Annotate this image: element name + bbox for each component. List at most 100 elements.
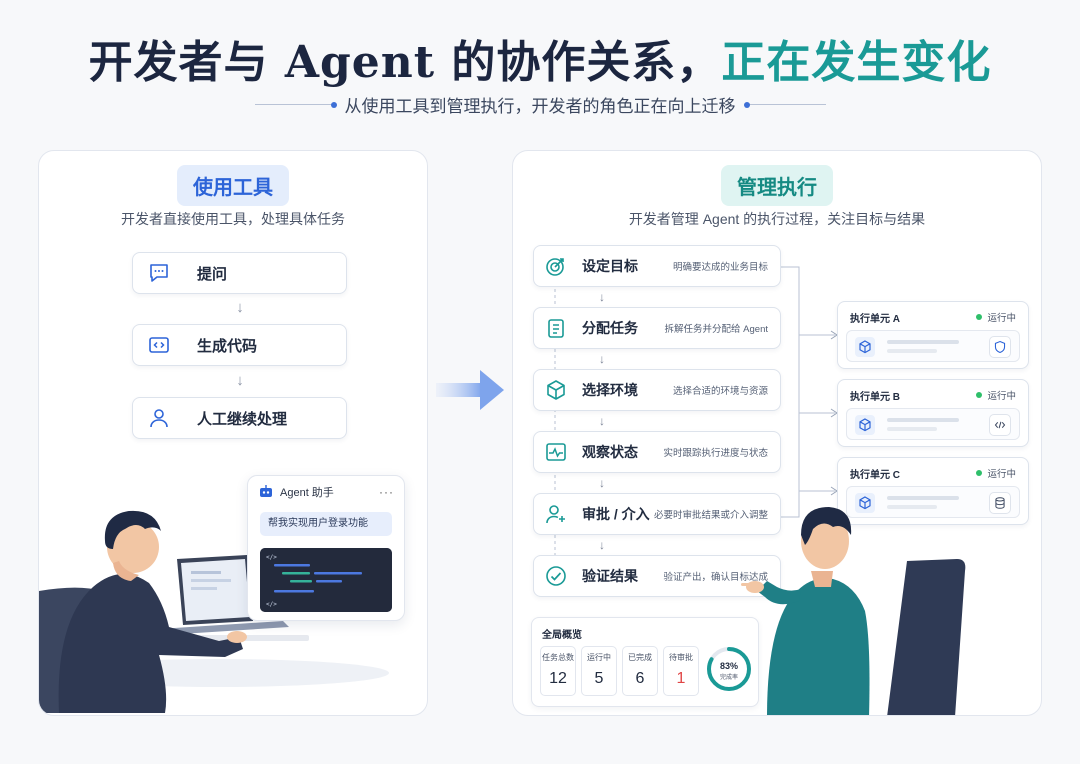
right-step-verify: 验证结果 验证产出，确认目标达成 xyxy=(533,555,781,597)
subtitle-divider-left xyxy=(254,101,337,108)
right-step-label: 观察状态 xyxy=(582,444,638,460)
code-icon xyxy=(149,337,169,353)
right-description: 开发者管理 Agent 的执行过程，关注目标与结果 xyxy=(628,211,926,227)
right-step-assign-task: 分配任务 拆解任务并分配给 Agent xyxy=(533,307,781,349)
completion-rate-arc xyxy=(707,647,751,691)
agent-assistant-card: Agent 助手 ··· 帮我实现用户登录功能 </> </> xyxy=(247,475,405,621)
developer-pointing-illustration xyxy=(741,507,966,715)
unit-status: 运行中 xyxy=(976,310,1016,324)
main-title: 开发者与 Agent 的协作关系，正在发生变化 xyxy=(0,26,1080,90)
stat-pending-approval: 待审批 1 xyxy=(663,646,699,696)
status-dot-icon xyxy=(976,470,983,476)
stat-running: 运行中 5 xyxy=(581,646,617,696)
left-step-manual: 人工继续处理 xyxy=(132,397,347,439)
agent-card-title: Agent 助手 xyxy=(280,487,334,499)
completion-rate-value: 83% xyxy=(720,661,738,671)
subtitle: 从使用工具到管理执行，开发者的角色正在向上迁移 xyxy=(344,97,736,116)
code-snippet: </> </> xyxy=(260,548,392,612)
title-accent: 正在发生变化 xyxy=(721,37,992,88)
right-step-label: 验证结果 xyxy=(582,568,638,584)
global-overview-card: 全局概览 任务总数 12 运行中 5 已完成 6 待审批 1 83% 完成率 xyxy=(531,617,759,707)
more-menu-icon[interactable]: ··· xyxy=(379,485,394,499)
right-step-label: 选择环境 xyxy=(582,382,638,398)
right-step-observe: 观察状态 实时跟踪执行进度与状态 xyxy=(533,431,781,473)
subtitle-divider-right xyxy=(743,101,826,108)
transition-arrow-icon xyxy=(436,370,504,410)
execution-unit-c: 执行单元 C 运行中 xyxy=(837,457,1029,525)
left-badge: 使用工具 xyxy=(177,165,289,206)
left-step-label: 生成代码 xyxy=(197,337,258,355)
stat-label: 任务总数 xyxy=(542,653,574,662)
user-icon xyxy=(150,409,168,428)
down-arrow-icon: ↓ xyxy=(599,476,605,490)
right-step-desc: 实时跟踪执行进度与状态 xyxy=(663,448,768,459)
right-step-desc: 验证产出，确认目标达成 xyxy=(663,572,768,583)
left-step-label: 人工继续处理 xyxy=(197,410,288,428)
stat-total: 任务总数 12 xyxy=(540,646,576,696)
pulse-icon xyxy=(546,443,566,461)
right-step-desc: 明确要达成的业务目标 xyxy=(672,262,768,273)
stat-label: 已完成 xyxy=(628,653,652,662)
overview-title: 全局概览 xyxy=(542,630,582,641)
clipboard-icon xyxy=(548,319,564,338)
developer-at-laptop-illustration xyxy=(39,510,389,713)
target-icon xyxy=(546,258,564,276)
right-step-label: 审批 / 介入 xyxy=(582,506,650,522)
unit-name: 执行单元 B xyxy=(850,392,900,403)
stat-value: 1 xyxy=(676,670,686,687)
left-step-label: 提问 xyxy=(197,265,228,283)
down-arrow-icon: ↓ xyxy=(599,414,605,428)
unit-name: 执行单元 A xyxy=(850,314,900,325)
right-step-approve: 审批 / 介入 必要时审批结果或介入调整 xyxy=(533,493,781,535)
right-panel: 管理执行 开发者管理 Agent 的执行过程，关注目标与结果 设定目标 明确要达… xyxy=(512,150,1042,716)
execution-unit-a: 执行单元 A 运行中 xyxy=(837,301,1029,369)
cube-icon xyxy=(855,415,875,435)
stat-label: 运行中 xyxy=(587,653,611,662)
check-circle-icon xyxy=(546,566,566,586)
robot-icon xyxy=(260,485,272,497)
code-icon xyxy=(989,414,1011,436)
status-dot-icon xyxy=(976,392,983,398)
unit-status-label: 运行中 xyxy=(987,391,1016,402)
unit-name: 执行单元 C xyxy=(850,470,900,481)
svg-text:</>: </> xyxy=(266,601,277,608)
right-step-label: 设定目标 xyxy=(582,258,638,274)
cube-icon xyxy=(855,337,875,357)
down-arrow-icon: ↓ xyxy=(599,352,605,366)
right-step-desc: 选择合适的环境与资源 xyxy=(672,386,768,397)
stat-completed: 已完成 6 xyxy=(622,646,658,696)
unit-status-label: 运行中 xyxy=(987,469,1016,480)
right-step-desc: 必要时审批结果或介入调整 xyxy=(653,510,768,521)
right-step-select-env: 选择环境 选择合适的环境与资源 xyxy=(533,369,781,411)
right-step-desc: 拆解任务并分配给 Agent xyxy=(664,324,768,335)
cube-icon xyxy=(855,493,875,513)
left-step-ask: 提问 xyxy=(132,252,347,294)
right-step-label: 分配任务 xyxy=(582,320,638,336)
title-main: 开发者与 Agent 的协作关系， xyxy=(88,37,722,88)
subtitle-row: 从使用工具到管理执行，开发者的角色正在向上迁移 xyxy=(0,92,1080,117)
down-arrow-icon: ↓ xyxy=(599,538,605,552)
right-step-set-goal: 设定目标 明确要达成的业务目标 xyxy=(533,245,781,287)
left-step-generate: 生成代码 xyxy=(132,324,347,366)
database-icon xyxy=(989,492,1011,514)
completion-rate-label: 完成率 xyxy=(720,673,738,681)
unit-status: 运行中 xyxy=(976,466,1016,480)
stat-value: 12 xyxy=(549,670,567,687)
completion-rate-ring: 83% 完成率 xyxy=(707,647,751,691)
status-dot-icon xyxy=(976,314,983,320)
left-description: 开发者直接使用工具，处理具体任务 xyxy=(121,211,345,227)
cube-icon xyxy=(547,380,565,400)
stat-label: 待审批 xyxy=(669,653,693,662)
down-arrow-icon: ↓ xyxy=(599,290,605,304)
down-arrow-icon: ↓ xyxy=(236,299,244,316)
stat-value: 6 xyxy=(635,670,645,687)
down-arrow-icon: ↓ xyxy=(236,372,244,389)
stat-value: 5 xyxy=(594,670,604,687)
unit-status-label: 运行中 xyxy=(987,313,1016,324)
unit-status: 运行中 xyxy=(976,388,1016,402)
agent-request-message: 帮我实现用户登录功能 xyxy=(260,512,392,536)
right-badge: 管理执行 xyxy=(721,165,833,206)
svg-text:</>: </> xyxy=(266,554,277,561)
shield-icon xyxy=(989,336,1011,358)
chat-icon xyxy=(150,264,168,282)
